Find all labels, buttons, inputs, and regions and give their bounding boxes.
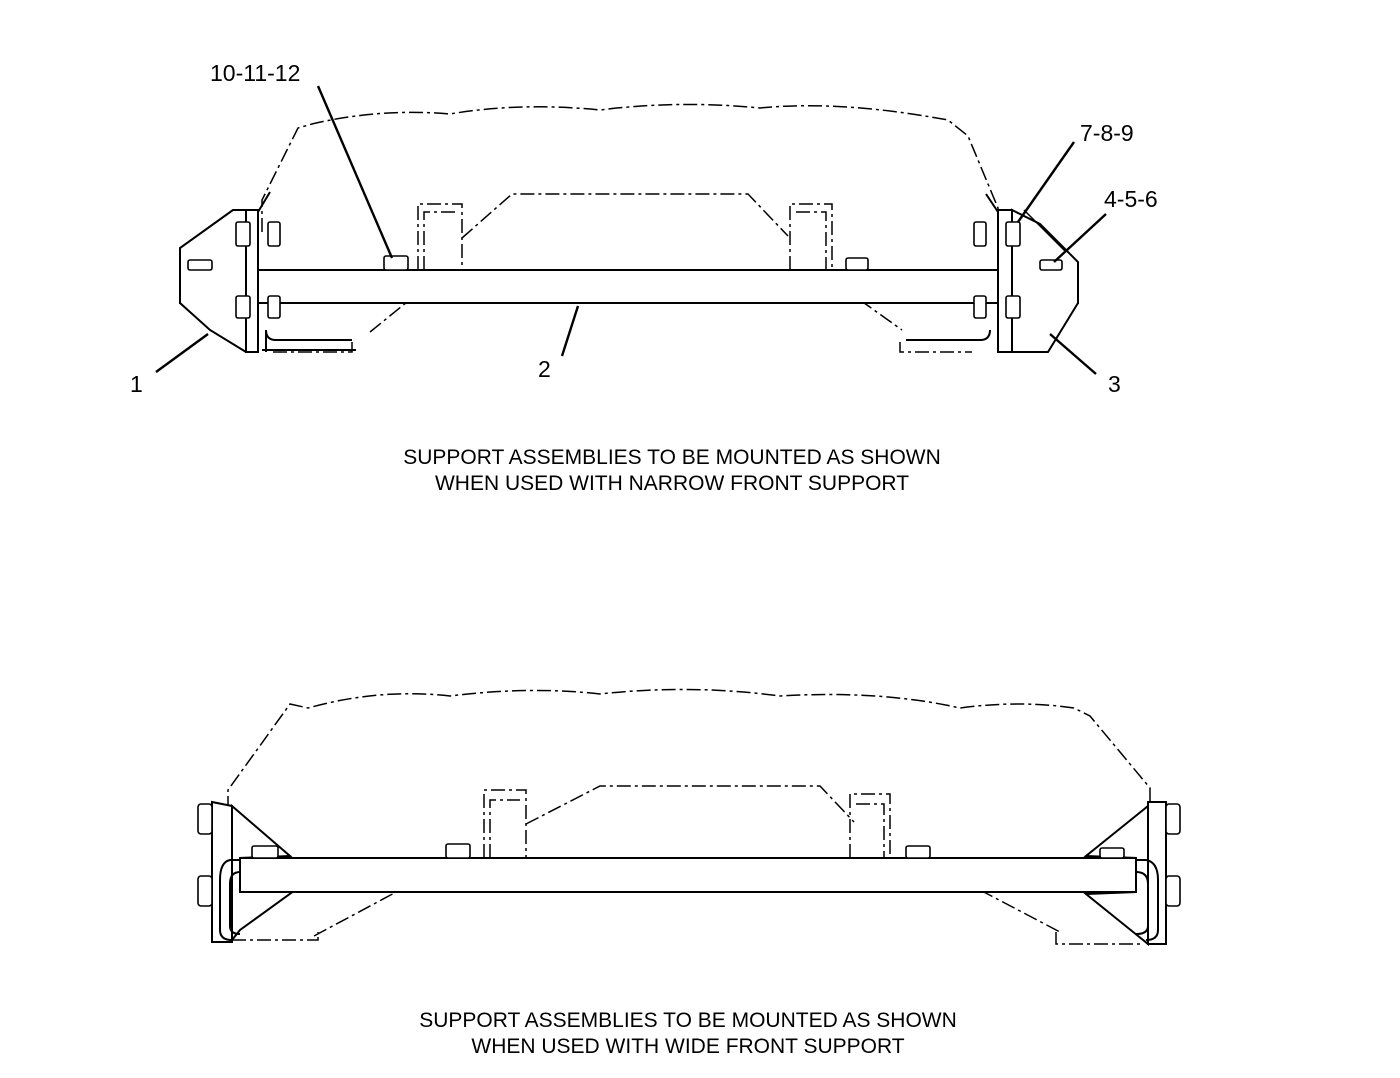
- wide-support-assembly: SUPPORT ASSEMBLIES TO BE MOUNTED AS SHOW…: [197, 688, 1181, 1058]
- phantom-frame-top: [261, 103, 999, 232]
- callout-3: 3: [1108, 371, 1121, 397]
- narrow-support-assembly: 10-11-12 7-8-9 4-5-6 1 2 3 SUPPORT ASSEM…: [130, 60, 1158, 495]
- callout-4-5-6: 4-5-6: [1104, 186, 1158, 212]
- callout-1: 1: [130, 371, 143, 397]
- caption-wide-line1: SUPPORT ASSEMBLIES TO BE MOUNTED AS SHOW…: [419, 1009, 957, 1032]
- bolt-icon: [187, 221, 1063, 319]
- caption-narrow-line2: WHEN USED WITH NARROW FRONT SUPPORT: [435, 472, 909, 495]
- cross-bar: [179, 269, 1079, 304]
- bolt-icon: [197, 803, 1181, 907]
- callout-2: 2: [538, 356, 551, 382]
- callout-10-11-12: 10-11-12: [210, 60, 300, 86]
- caption-wide-line2: WHEN USED WITH WIDE FRONT SUPPORT: [471, 1035, 904, 1058]
- wide-cross-bar: [239, 857, 1137, 893]
- caption-narrow-line1: SUPPORT ASSEMBLIES TO BE MOUNTED AS SHOW…: [403, 446, 941, 469]
- phantom-frame-bottom: [227, 688, 1151, 810]
- callout-7-8-9: 7-8-9: [1080, 120, 1134, 146]
